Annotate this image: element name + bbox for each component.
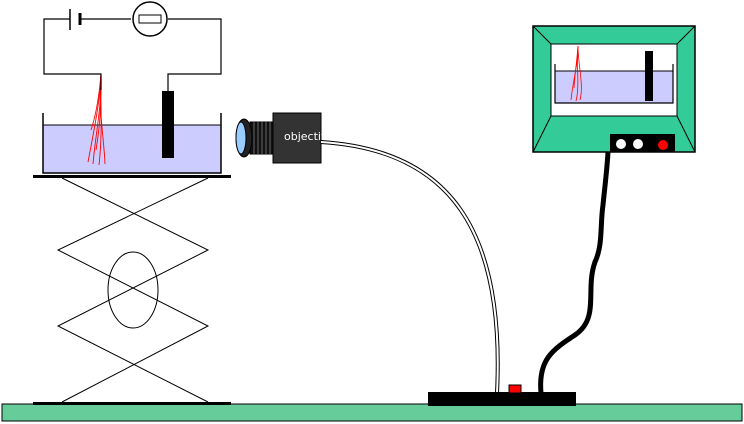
circuit-wiring (43, 18, 222, 91)
camera-icon: objectif (235, 112, 326, 164)
camera-cable (320, 140, 500, 394)
monitor-electrode (645, 51, 653, 101)
monitor-knob-3 (658, 140, 668, 150)
battery-icon (69, 9, 82, 30)
recorder-indicator (508, 384, 522, 394)
monitor-cable (538, 151, 611, 394)
monitor-knob-2 (633, 139, 643, 149)
camera-label: objectif (284, 130, 326, 143)
lift-center-ring (107, 251, 159, 329)
electrode-icon (162, 91, 174, 158)
monitor-icon (532, 25, 696, 153)
recorder-icon (428, 392, 576, 406)
floor (1, 403, 743, 422)
monitor-filament (570, 45, 582, 102)
camera-body (272, 112, 322, 164)
scissor-lift-icon (33, 175, 231, 405)
electrolysis-tank (42, 113, 222, 174)
tank-liquid (43, 125, 221, 173)
monitor-knob-1 (616, 139, 626, 149)
lamp-icon (132, 1, 168, 37)
lens-ring (235, 121, 247, 155)
